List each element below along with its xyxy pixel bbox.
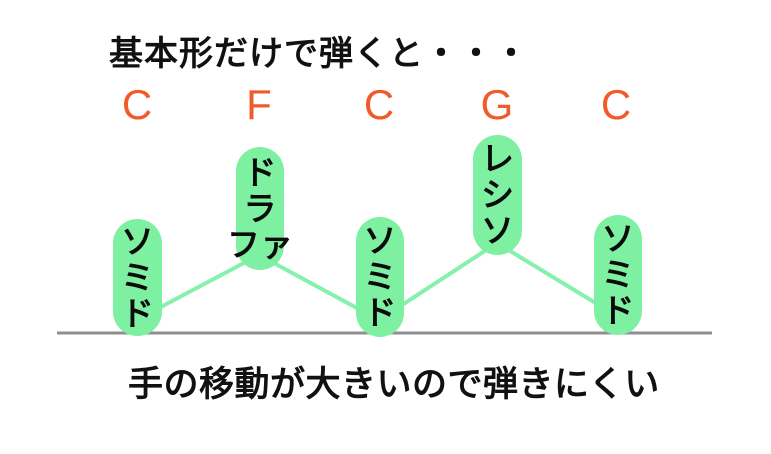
note-char: ソ xyxy=(121,222,154,260)
chord-label-2: F xyxy=(246,81,272,128)
chord-label-4: G xyxy=(480,81,514,128)
note-char: ソ xyxy=(363,222,397,259)
note-char: ミ xyxy=(121,258,154,296)
note-char: ミ xyxy=(601,256,635,293)
chord-label-3: C xyxy=(363,81,395,128)
note-char: ド xyxy=(601,292,635,329)
note-pill-4: レ シ ソ xyxy=(473,135,522,255)
note-pill-1: ソ ミ ド xyxy=(113,219,162,336)
diagram-caption: 手の移動が大きいので弾きにくい xyxy=(128,365,660,404)
note-char: ファ xyxy=(227,225,293,263)
note-char: レ xyxy=(481,140,514,177)
note-char: ソ xyxy=(481,212,514,249)
note-char: ソ xyxy=(601,220,635,257)
note-char: ミ xyxy=(363,258,397,295)
chord-label-1: C xyxy=(121,81,153,128)
note-char: ド xyxy=(243,153,277,191)
note-pill-5: ソ ミ ド xyxy=(594,215,642,335)
chord-label-5: C xyxy=(600,81,632,128)
note-char: ド xyxy=(121,294,154,332)
note-pill-3: ソ ミ ド xyxy=(356,217,404,337)
note-char: ド xyxy=(363,294,397,331)
note-char: シ xyxy=(481,176,514,213)
note-char: ラ xyxy=(243,189,277,227)
note-pill-2: ド ラ ファ xyxy=(227,147,293,270)
diagram-title: 基本形だけで弾くと・・・ xyxy=(109,35,529,73)
